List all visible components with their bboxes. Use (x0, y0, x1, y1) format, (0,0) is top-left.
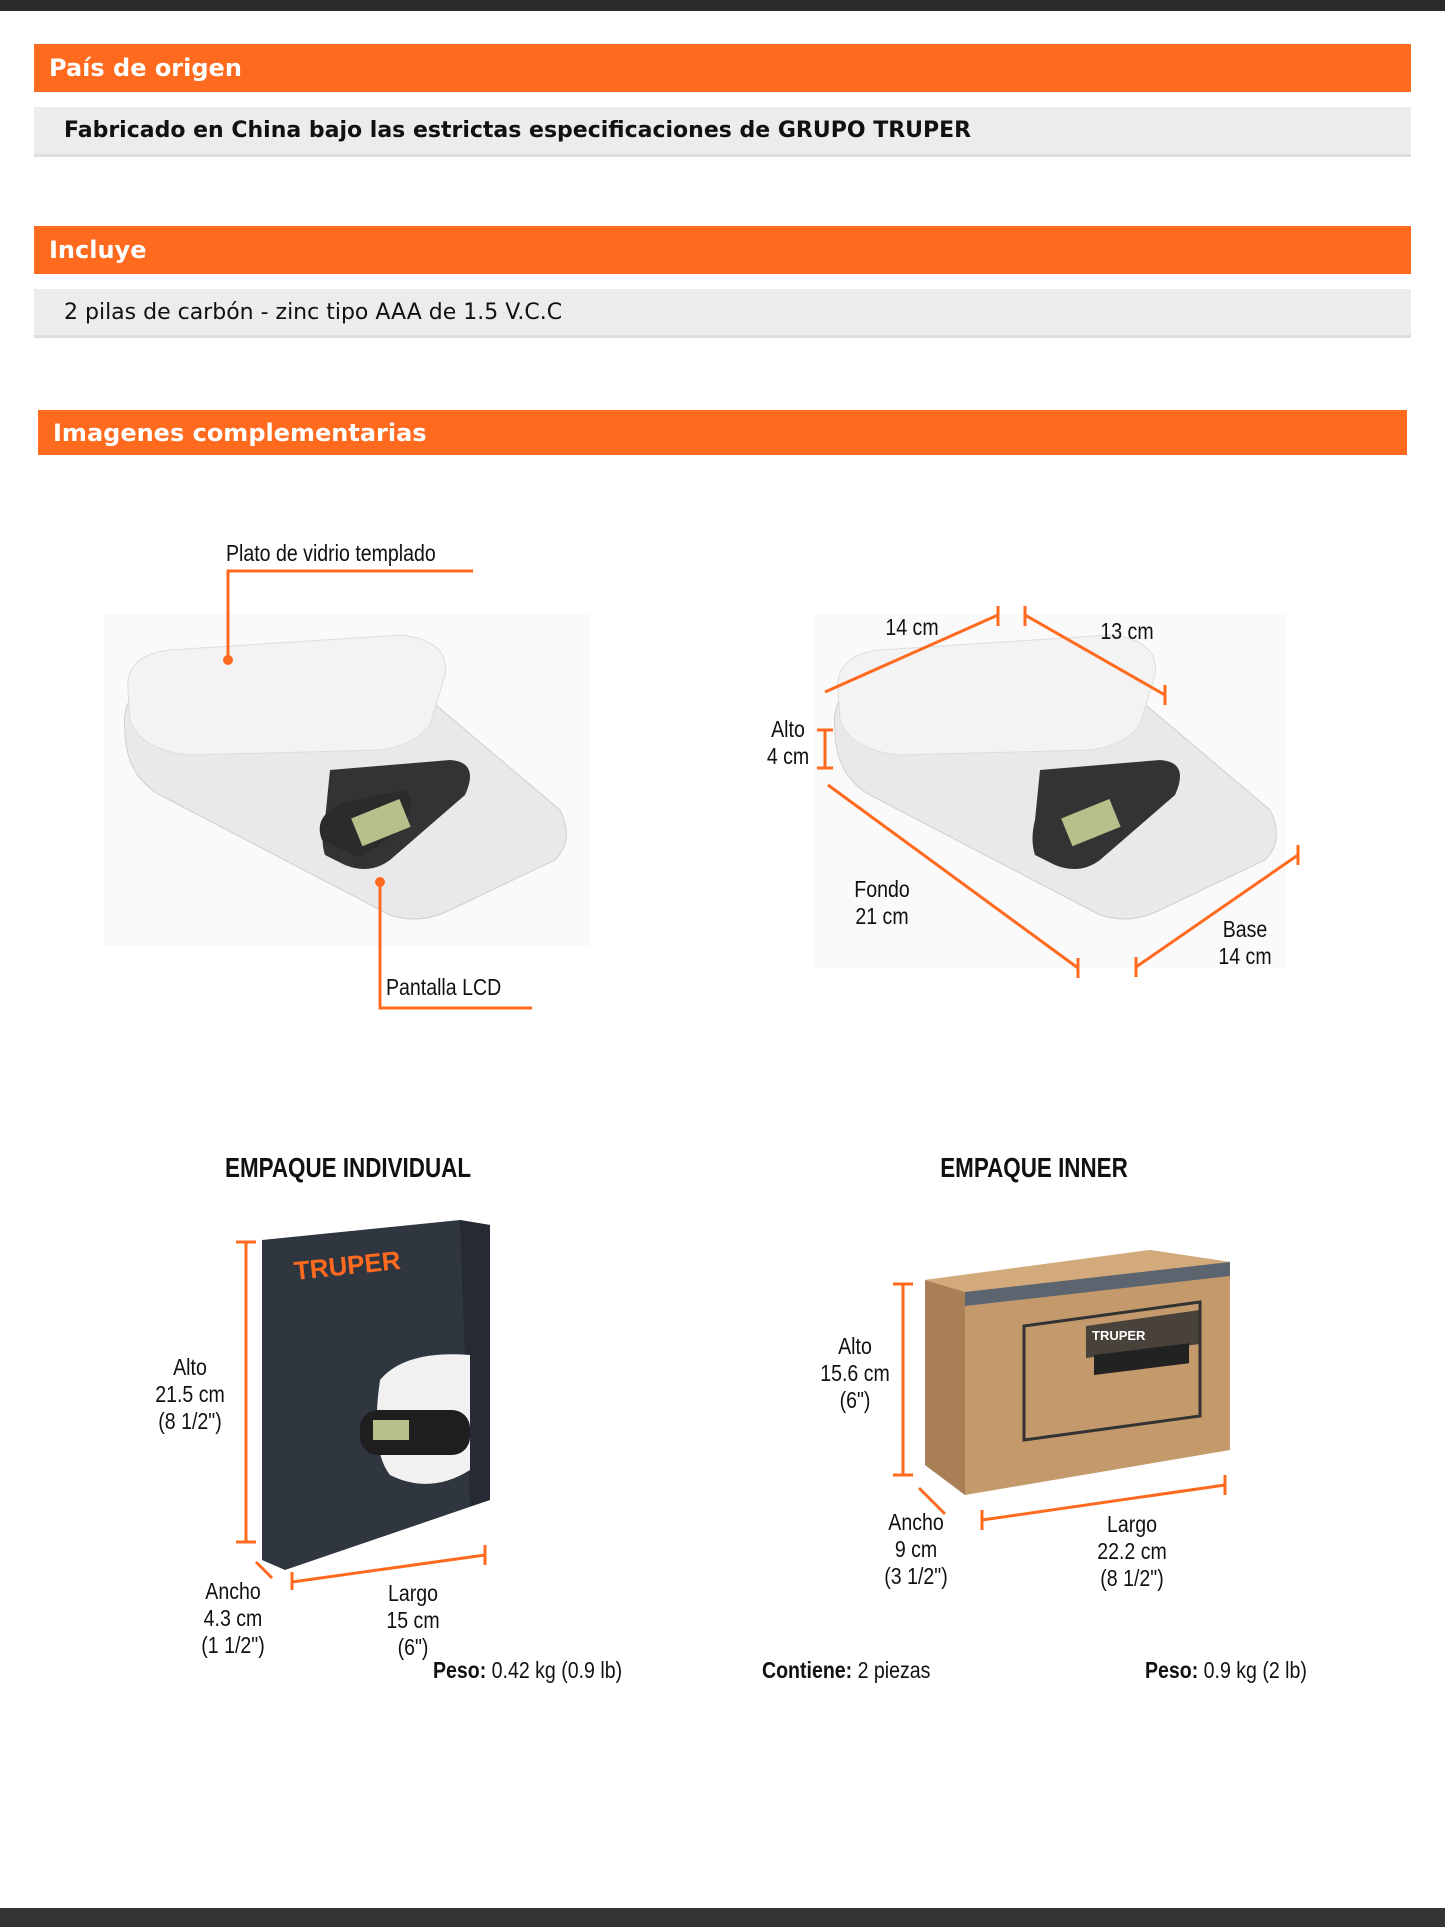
inner-alto-in: (6") (839, 1387, 871, 1413)
dim-base-label: Base (1222, 916, 1268, 942)
individual-weight: Peso: 0.42 kg (0.9 lb) (433, 1657, 622, 1684)
individual-package-photo: TRUPER (236, 1220, 490, 1590)
section-header-includes: Incluye (34, 226, 1411, 274)
inner-package-title: EMPAQUE INNER (940, 1152, 1128, 1183)
dim-base-value: 14 cm (1218, 943, 1272, 969)
inner-weight-label: Peso: (1145, 1657, 1199, 1683)
inner-largo-label: Largo (1106, 1511, 1157, 1537)
individual-ancho-in: (1 1/2") (201, 1632, 265, 1658)
dim-fondo-label: Fondo (854, 876, 910, 902)
inner-contents-value: 2 piezas (857, 1657, 931, 1683)
scale-photo-callouts (104, 569, 590, 1010)
individual-largo-cm: 15 cm (386, 1607, 440, 1633)
individual-alto-in: (8 1/2") (158, 1408, 222, 1434)
individual-alto-cm: 21.5 cm (155, 1381, 225, 1407)
inner-alto-cm: 15.6 cm (820, 1360, 890, 1386)
section-header-images: Imagenes complementarias (38, 410, 1407, 455)
bottom-bar (0, 1908, 1445, 1927)
individual-weight-value: 0.42 kg (0.9 lb) (491, 1657, 623, 1683)
individual-weight-label: Peso: (433, 1657, 487, 1683)
inner-ancho-cm: 9 cm (894, 1536, 938, 1562)
callout-lcd: Pantalla LCD (386, 974, 502, 1000)
individual-alto-label: Alto (173, 1354, 207, 1380)
inner-ancho-in: (3 1/2") (884, 1563, 948, 1589)
individual-largo-in: (6") (397, 1634, 429, 1660)
inner-ancho-label: Ancho (888, 1509, 944, 1535)
callout-plate: Plato de vidrio templado (226, 540, 436, 566)
individual-ancho-label: Ancho (205, 1578, 261, 1604)
inner-package-brand: TRUPER (1092, 1328, 1146, 1343)
dim-height-value: 4 cm (766, 743, 810, 769)
individual-largo-label: Largo (387, 1580, 438, 1606)
inner-contents-label: Contiene: (762, 1657, 853, 1683)
inner-weight-value: 0.9 kg (2 lb) (1203, 1657, 1307, 1683)
dim-height-label: Alto (771, 716, 805, 742)
inner-largo-in: (8 1/2") (1100, 1565, 1164, 1591)
inner-weight: Peso: 0.9 kg (2 lb) (1145, 1657, 1307, 1684)
inner-package-photo: TRUPER (893, 1250, 1230, 1530)
dim-width-top: 14 cm (885, 614, 939, 640)
scale-photo-dimensions (815, 606, 1300, 978)
inner-contents: Contiene: 2 piezas (762, 1657, 930, 1684)
inner-largo-cm: 22.2 cm (1097, 1538, 1167, 1564)
origin-text: Fabricado en China bajo las estrictas es… (34, 107, 1411, 157)
top-bar (0, 0, 1445, 11)
dim-fondo-value: 21 cm (855, 903, 909, 929)
individual-package-title: EMPAQUE INDIVIDUAL (225, 1152, 471, 1183)
section-header-origin: País de origen (34, 44, 1411, 92)
inner-alto-label: Alto (838, 1333, 872, 1359)
dim-depth-top: 13 cm (1100, 618, 1154, 644)
includes-text: 2 pilas de carbón - zinc tipo AAA de 1.5… (34, 289, 1411, 338)
individual-ancho-cm: 4.3 cm (203, 1605, 263, 1631)
